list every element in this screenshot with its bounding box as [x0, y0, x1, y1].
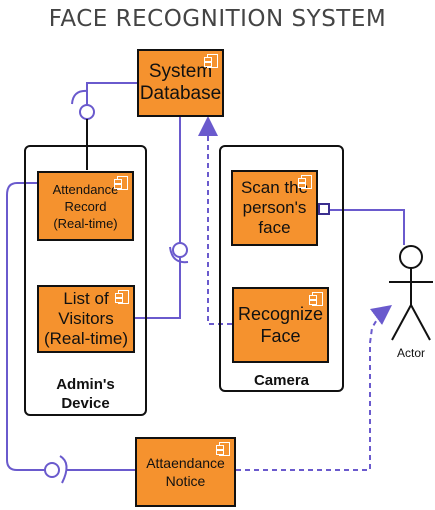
recognize-face-text: Recognize Face: [238, 303, 323, 347]
stick-figure-icon: [389, 245, 433, 341]
scan-face-line1: Scan the: [240, 178, 309, 197]
attendance-record-line1: Attendance: [52, 181, 119, 197]
system-database-line2: Database: [139, 83, 222, 104]
scan-face-line2: person's: [242, 198, 307, 217]
scan-face-text: Scan the person's face: [241, 178, 308, 238]
ball-icon-notice: [44, 462, 60, 478]
attendance-record-component[interactable]: Attendance Record (Real-time): [37, 171, 134, 241]
actor-label: Actor: [397, 346, 426, 360]
list-of-visitors-line2: Visitors: [58, 309, 114, 328]
list-of-visitors-text: List of Visitors (Real-time): [44, 289, 128, 349]
ball-icon-visitors: [172, 242, 188, 258]
attendance-record-text: Attendance Record (Real-time): [53, 181, 119, 232]
dashed-arrow-recognize-db: [198, 116, 232, 325]
component-icon: [204, 54, 218, 68]
attendance-notice-component[interactable]: Attaendance Notice: [135, 437, 236, 507]
scan-face-component[interactable]: Scan the person's face: [231, 170, 318, 246]
recognize-face-line1: Recognize: [237, 304, 324, 324]
attendance-notice-line2: Notice: [165, 473, 206, 489]
system-database-line1: System: [148, 61, 213, 82]
diagram-title: FACE RECOGNITION SYSTEM: [48, 6, 387, 32]
system-database-component[interactable]: System Database: [137, 49, 224, 117]
component-icon: [309, 292, 323, 306]
admins-device-label-line1: Admin's: [56, 376, 115, 393]
ball-icon-attendance: [79, 104, 95, 120]
component-icon: [115, 290, 129, 304]
attendance-record-line2: Record: [64, 198, 107, 214]
camera-label: Camera: [253, 372, 310, 389]
recognize-face-line2: Face: [260, 326, 301, 346]
socket-icon-notice: [59, 455, 68, 484]
socket-icon-visitors: [169, 246, 189, 264]
connector-attendance-notice: [6, 182, 52, 471]
component-icon: [114, 176, 128, 190]
dashed-arrow-notice-actor: [236, 304, 392, 471]
admins-device-label-line2: Device: [61, 395, 110, 412]
list-of-visitors-line1: List of: [63, 289, 109, 308]
list-of-visitors-component[interactable]: List of Visitors (Real-time): [37, 285, 135, 353]
system-database-text: System Database: [140, 61, 221, 105]
scan-face-line3: face: [258, 218, 291, 237]
admins-device-container: Admin's Device: [24, 145, 147, 416]
component-icon: [216, 442, 230, 456]
socket-icon-attendance: [71, 89, 88, 105]
attendance-notice-text: Attaendance Notice: [146, 454, 225, 490]
admins-device-label: Admin's Device: [26, 375, 145, 413]
attendance-notice-line1: Attaendance: [146, 455, 225, 471]
connector-scan-actor: [324, 209, 405, 245]
list-of-visitors-line3: (Real-time): [43, 329, 129, 348]
recognize-face-component[interactable]: Recognize Face: [232, 287, 329, 363]
camera-container: Camera: [219, 145, 344, 392]
connector-socket-visitors: [135, 257, 181, 319]
component-icon: [298, 175, 312, 189]
scan-face-port: [318, 203, 330, 215]
attendance-record-line3: (Real-time): [53, 215, 118, 231]
